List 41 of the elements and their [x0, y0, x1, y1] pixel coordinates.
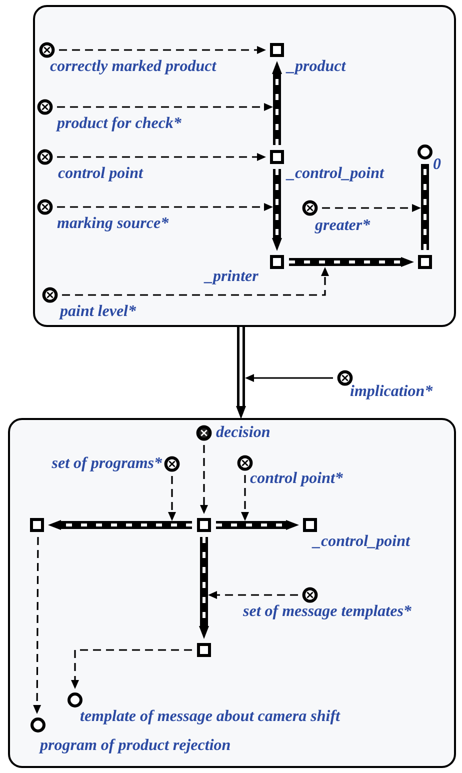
node-label: program of product rejection [40, 737, 231, 755]
dashed-arrow [59, 46, 266, 54]
node-label: greater* [315, 217, 370, 235]
dashed-arrow [62, 267, 329, 296]
arc-arrow [289, 257, 414, 267]
node-label: 0 [433, 156, 441, 174]
dashed-arrow [322, 204, 421, 212]
dashed-arrow [241, 475, 249, 521]
arc-arrow [272, 61, 282, 145]
node-label: _control_point [287, 165, 384, 183]
node-label: _product [287, 58, 346, 76]
node-label: correctly marked product [50, 58, 216, 76]
arc-arrow [236, 327, 246, 419]
node-label: _printer [205, 268, 258, 286]
arrow [245, 374, 333, 382]
node-label: product for check* [57, 115, 182, 133]
dashed-arrow [208, 591, 298, 599]
node-label: control point [58, 165, 143, 183]
panel-frame [8, 418, 456, 768]
node-label: _control_point [313, 533, 410, 551]
dashed-arrow [57, 103, 273, 111]
dashed-arrow [168, 476, 176, 521]
panel-frame [33, 5, 456, 327]
node-label: implication* [350, 383, 433, 401]
node-label: decision [216, 424, 270, 442]
node-label: set of programs* [52, 455, 162, 473]
node-label: control point* [250, 470, 343, 488]
dashed-arrow [57, 153, 266, 161]
dashed-arrow [200, 445, 208, 514]
dashed-arrow [71, 649, 192, 689]
node-label: template of message about camera shift [80, 708, 340, 726]
node-label: set of message templates* [243, 603, 412, 621]
dashed-arrow [33, 537, 42, 714]
node-label: paint level* [60, 303, 136, 321]
arc-arrow [48, 520, 192, 530]
node-label: marking source* [57, 215, 169, 233]
dashed-arrow [57, 203, 273, 211]
arc-arrow [272, 169, 282, 251]
arc-arrow [199, 537, 209, 639]
arc-arrow [216, 520, 299, 530]
connector-line [421, 164, 429, 250]
